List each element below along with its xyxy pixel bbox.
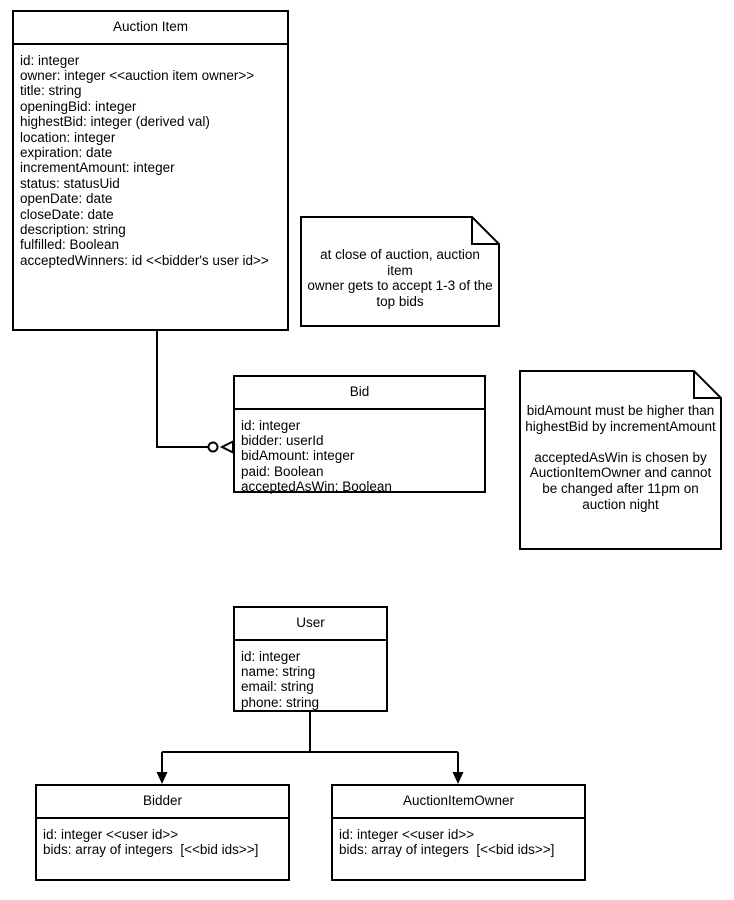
crowsfoot-many-marker: [219, 440, 235, 454]
attribute-row: id: integer <<user id>>: [339, 826, 475, 842]
attribute-row: acceptedWinners: id <<bidder's user id>>: [20, 252, 269, 268]
attribute-row: status: statusUid: [20, 175, 120, 191]
attribute-row: bidAmount: integer: [241, 448, 355, 464]
attribute-row: openDate: date: [20, 191, 113, 207]
attribute-row: acceptedAsWin: Boolean: [241, 479, 392, 495]
attribute-row: phone: string: [241, 694, 320, 710]
class-attributes-bidder: id: integer <<user id>> bids: array of i…: [37, 819, 288, 880]
attribute-row: id: integer <<user id>>: [43, 826, 179, 842]
attribute-row: openingBid: integer: [20, 98, 137, 114]
class-box-user[interactable]: User id: integer name: string email: str…: [233, 606, 388, 712]
arrowhead-auction-item-owner: [452, 772, 464, 784]
attribute-row: email: string: [241, 679, 314, 695]
attribute-row: location: integer: [20, 129, 116, 145]
attribute-row: paid: Boolean: [241, 463, 324, 479]
class-box-auction-item[interactable]: Auction Item id: integer owner: integer …: [12, 10, 289, 331]
class-attributes-user: id: integer name: string email: string p…: [235, 641, 386, 715]
note-text: bidAmount must be higher than highestBid…: [525, 403, 716, 512]
attribute-row: bidder: userId: [241, 432, 324, 448]
class-attributes-bid: id: integer bidder: userId bidAmount: in…: [235, 410, 484, 499]
attribute-row: incrementAmount: integer: [20, 160, 175, 176]
attribute-row: owner: integer <<auction item owner>>: [20, 67, 255, 83]
note-bid-rules[interactable]: bidAmount must be higher than highestBid…: [519, 370, 722, 550]
attribute-row: id: integer: [20, 52, 80, 68]
attribute-row: closeDate: date: [20, 206, 114, 222]
note-auction-close[interactable]: at close of auction, auction item owner …: [300, 216, 500, 327]
class-title-auction-item: Auction Item: [14, 12, 287, 45]
attribute-row: expiration: date: [20, 144, 113, 160]
crowsfoot-zero-circle: [207, 441, 219, 453]
attribute-row: highestBid: integer (derived val): [20, 114, 210, 130]
note-shape: [300, 216, 500, 327]
attribute-row: fulfilled: Boolean: [20, 237, 120, 253]
attribute-row: bids: array of integers [<<bid ids>>]: [339, 841, 555, 857]
attribute-row: id: integer: [241, 648, 301, 664]
attribute-row: id: integer: [241, 417, 301, 433]
attribute-row: title: string: [20, 83, 82, 99]
class-box-bid[interactable]: Bid id: integer bidder: userId bidAmount…: [233, 375, 486, 494]
attribute-row: name: string: [241, 663, 316, 679]
class-title-bidder: Bidder: [37, 786, 288, 819]
connector-auction-item-to-bid: [156, 330, 218, 448]
attribute-row: description: string: [20, 221, 126, 237]
class-box-bidder[interactable]: Bidder id: integer <<user id>> bids: arr…: [35, 784, 290, 881]
class-attributes-auction-item-owner: id: integer <<user id>> bids: array of i…: [333, 819, 584, 880]
note-text: at close of auction, auction item owner …: [307, 247, 493, 309]
class-title-auction-item-owner: AuctionItemOwner: [333, 786, 584, 819]
attribute-row: bids: array of integers [<<bid ids>>]: [43, 841, 259, 857]
note-shape: [519, 370, 722, 550]
class-title-user: User: [235, 608, 386, 641]
arrowhead-bidder: [156, 772, 168, 784]
class-attributes-auction-item: id: integer owner: integer <<auction ite…: [14, 45, 287, 330]
class-box-auction-item-owner[interactable]: AuctionItemOwner id: integer <<user id>>…: [331, 784, 586, 881]
class-title-bid: Bid: [235, 377, 484, 410]
